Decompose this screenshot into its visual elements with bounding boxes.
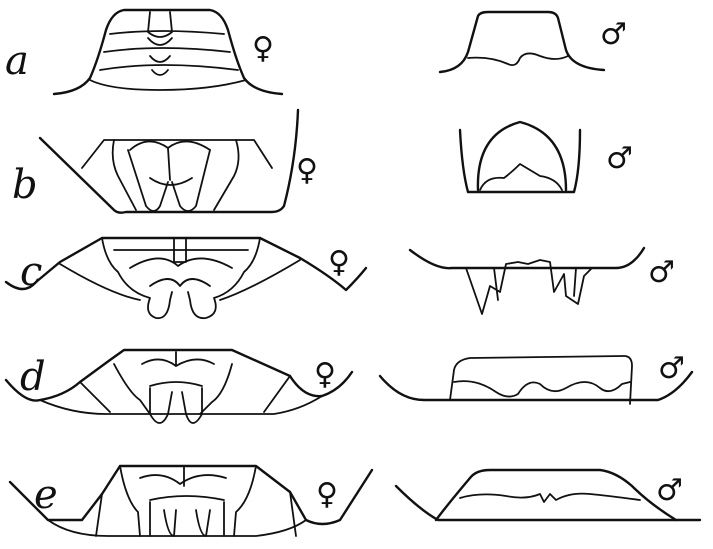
row-label-b: b — [12, 162, 38, 208]
drawing-c-female — [6, 238, 366, 318]
drawing-b-male — [460, 122, 580, 192]
male-symbol-a: ♂ — [600, 17, 627, 52]
female-symbol-a: ♀ — [252, 31, 274, 66]
row-label-a: a — [5, 38, 29, 84]
female-symbol-d: ♀ — [314, 357, 336, 392]
male-symbol-b: ♂ — [606, 141, 633, 176]
female-symbol-b: ♀ — [296, 153, 318, 188]
drawing-d-female — [6, 350, 352, 423]
drawing-a-female — [54, 10, 282, 94]
female-symbol-c: ♀ — [328, 245, 350, 280]
male-symbol-e: ♂ — [656, 473, 683, 508]
male-symbol-c: ♂ — [648, 255, 675, 290]
drawing-b-female — [40, 110, 298, 213]
drawing-a-male — [440, 12, 604, 72]
male-symbol-d: ♂ — [658, 351, 685, 386]
row-label-d: d — [20, 354, 46, 400]
female-symbol-e: ♀ — [316, 477, 338, 512]
drawing-c-male — [410, 248, 644, 314]
drawing-d-male — [380, 356, 692, 404]
drawing-e-male — [396, 470, 700, 520]
